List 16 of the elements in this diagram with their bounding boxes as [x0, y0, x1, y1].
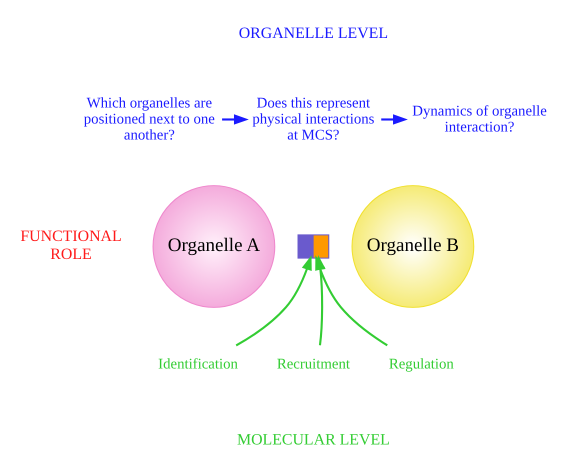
node-text: Which organelles are positioned next to one another?	[84, 95, 215, 143]
node-text: Dynamics of organelle interaction?	[412, 102, 547, 135]
arrow	[381, 114, 408, 124]
node-text: Does this represent physical interactions at MCS?	[252, 95, 374, 143]
node-circle: Organelle B	[352, 184, 474, 308]
label: ORGANELLE LEVEL	[238, 24, 388, 42]
node-text: Recruitment	[276, 356, 350, 372]
node-text: Regulation	[388, 356, 454, 372]
node-circle: Organelle A	[152, 184, 276, 308]
arrow	[236, 254, 312, 346]
arrow	[222, 114, 249, 124]
label: MOLECULAR LEVEL	[236, 430, 390, 448]
arrow	[315, 254, 326, 345]
arrow	[315, 254, 388, 346]
node-text: Identification	[158, 356, 238, 372]
label: FUNCTIONAL ROLE	[20, 228, 122, 263]
